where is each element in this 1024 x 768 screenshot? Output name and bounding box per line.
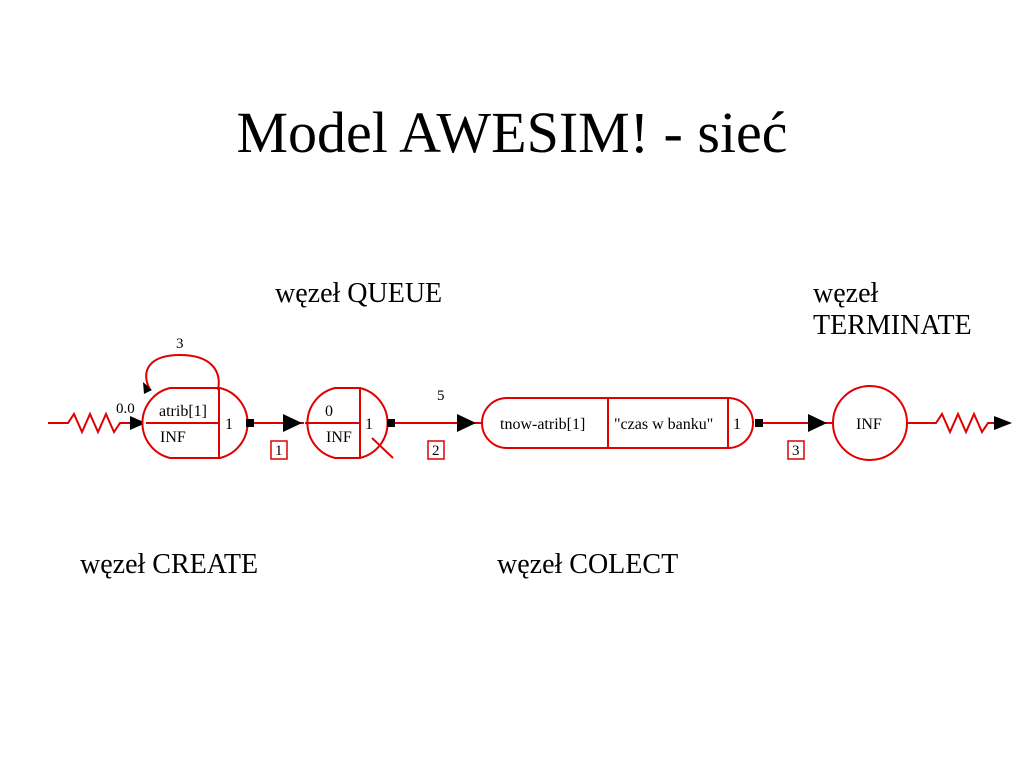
- label-colect-node: węzeł COLECT: [497, 549, 679, 580]
- activity-2-label: 2: [432, 443, 440, 459]
- create-first-time: 0.0: [116, 401, 135, 417]
- queue-branch-count: 1: [365, 416, 373, 433]
- terminate-node: INF: [832, 385, 908, 461]
- label-terminate-node: węzeł TERMINATE: [813, 278, 972, 341]
- activity-1-arrow: [283, 414, 302, 432]
- activity-3-box: [787, 440, 805, 460]
- activity-3-arrow: [808, 414, 827, 432]
- create-top-text: atrib[1]: [159, 403, 207, 420]
- queue-bottom-text: INF: [326, 429, 352, 446]
- create-loop-time: 3: [176, 336, 184, 352]
- exit-squiggle: [907, 411, 996, 435]
- colect-node: tnow-atrib[1] "czas w banku" 1: [481, 397, 754, 449]
- label-queue-node: węzeł QUEUE: [275, 278, 443, 309]
- create-loop-arrowhead: [143, 382, 152, 394]
- slide-title: Model AWESIM! - sieć: [236, 100, 788, 165]
- activity-2-start-dot: [387, 419, 395, 427]
- activity-1-box: [270, 440, 288, 460]
- queue-top-text: 0: [325, 403, 333, 420]
- colect-left-text: tnow-atrib[1]: [500, 416, 585, 433]
- exit-arrow: [994, 416, 1012, 430]
- create-bottom-text: INF: [160, 429, 186, 446]
- activity-3-label: 3: [792, 443, 800, 459]
- create-branch-count: 1: [225, 416, 233, 433]
- activity-2-time: 5: [437, 388, 445, 404]
- colect-branch-count: 1: [733, 416, 741, 433]
- create-loop-arc: [145, 353, 220, 391]
- create-node: atrib[1] INF 1: [141, 387, 249, 459]
- label-create-node: węzeł CREATE: [80, 549, 259, 580]
- activity-3-start-dot: [755, 419, 763, 427]
- activity-1-start-dot: [246, 419, 254, 427]
- colect-right-text: "czas w banku": [614, 416, 713, 433]
- entry-squiggle: [48, 411, 132, 435]
- entry-arrow: [130, 416, 146, 430]
- activity-1-label: 1: [275, 443, 283, 459]
- terminate-text: INF: [856, 416, 882, 433]
- queue-node: 0 INF 1: [305, 387, 394, 459]
- activity-2-arrow: [457, 414, 476, 432]
- activity-2-box: [427, 440, 445, 460]
